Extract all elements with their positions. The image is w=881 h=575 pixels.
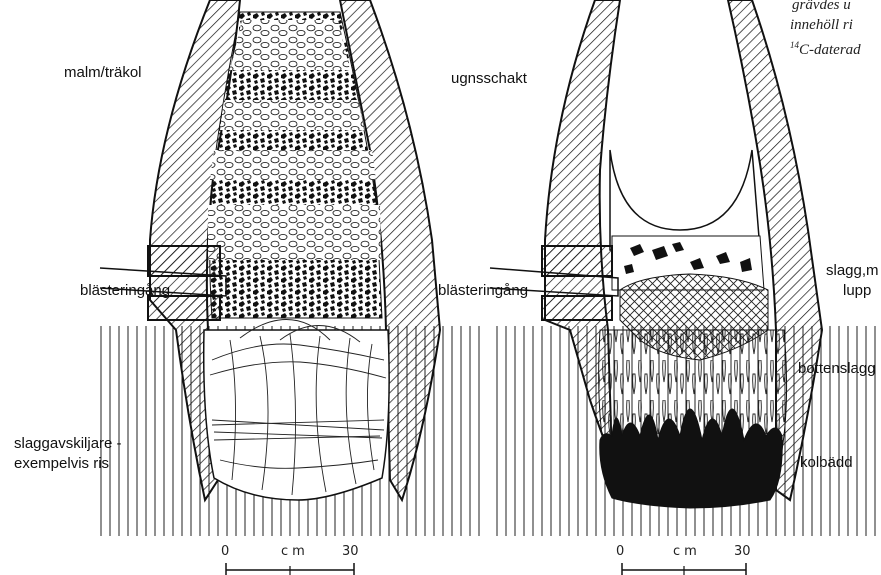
left-ore-layer-4-pattern	[208, 205, 381, 260]
label-slag: slagg,m	[826, 262, 879, 279]
label-tuyere-right: blästeringång	[438, 282, 528, 299]
right-scale-start: 0	[616, 544, 624, 559]
left-ore-layer-2-pattern	[220, 100, 364, 130]
left-ore-layer-3-pattern	[210, 150, 376, 180]
label-separator-line-2: exempelvis ris	[14, 455, 109, 472]
left-scale-bar	[226, 563, 354, 575]
label-bloom: lupp	[843, 282, 871, 299]
caption-line-1: grävdes u	[792, 0, 851, 14]
left-scale-unit: cm	[281, 544, 309, 559]
right-furnace	[490, 0, 881, 575]
caption-line-3: 14C-daterad	[790, 36, 861, 59]
label-ore-charcoal: malm/träkol	[64, 64, 142, 81]
right-scale-unit: cm	[673, 544, 701, 559]
right-scale-bar	[622, 563, 746, 575]
left-tuyere-block-bottom	[148, 296, 220, 320]
caption-line-3-text: C-daterad	[799, 42, 861, 58]
right-tuyere-block-bottom	[542, 296, 612, 320]
caption-superscript: 14	[790, 40, 799, 50]
label-tuyere-left: blästeringång	[80, 282, 170, 299]
left-scale-end: 30	[342, 544, 359, 559]
right-upper-chamber	[610, 150, 760, 250]
left-ore-layer-1-pattern	[230, 20, 350, 70]
label-charcoal-bed: kolbädd	[800, 454, 853, 471]
label-shaft: ugnsschakt	[451, 70, 527, 87]
right-tuyere-block-top	[542, 246, 612, 276]
left-scale-start: 0	[221, 544, 229, 559]
label-separator-line-1: slaggavskiljare -	[14, 435, 122, 452]
right-scale-end: 30	[734, 544, 751, 559]
label-bottom-slag: bottenslagg	[798, 360, 876, 377]
caption-line-2: innehöll ri	[790, 16, 853, 34]
